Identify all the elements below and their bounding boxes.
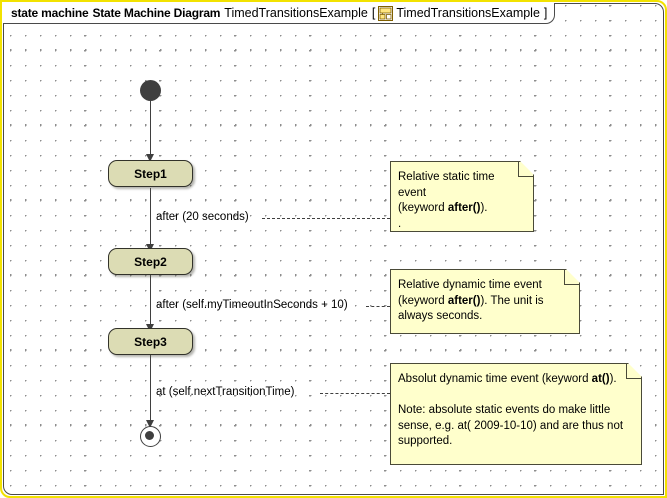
note-line: Note: absolute static events do make lit… (398, 404, 611, 416)
note-line: (keyword after()). The unit is (398, 294, 544, 307)
diagram-canvas[interactable]: after (20 seconds) after (self.myTimeout… (3, 3, 664, 495)
note-absolut-dynamic-time-event[interactable]: Absolut dynamic time event (keyword at()… (390, 363, 642, 465)
transition-line-step1-step2[interactable] (150, 188, 152, 248)
note-anchor-1 (262, 218, 390, 220)
state-step1[interactable]: Step1 (108, 160, 193, 187)
note-line: (keyword after()). (398, 202, 488, 214)
state-step3[interactable]: Step3 (108, 328, 193, 355)
grid-dot-col (534, 4, 535, 494)
grid-dot-col (384, 4, 385, 494)
state-step2[interactable]: Step2 (108, 248, 193, 275)
grid-dot-col (234, 4, 235, 494)
note-line: Absolut dynamic time event (keyword at()… (398, 373, 617, 385)
bracket-open: [ (371, 6, 376, 20)
note-line-spacer (398, 388, 633, 404)
diagram-title-tab[interactable]: state machine State Machine Diagram Time… (3, 3, 556, 24)
note-anchor-3 (320, 393, 390, 395)
note-line: supported. (398, 435, 453, 447)
grid-dot-col (309, 4, 310, 494)
note-line: Relative static time event (398, 171, 495, 199)
transition-line-step2-step3[interactable] (150, 274, 152, 328)
note-line: sense, e.g. at( 2009-10-10) and are thus… (398, 419, 624, 432)
diagram-kind: State Machine Diagram (92, 6, 221, 20)
note-line: . (398, 217, 402, 230)
transition-label-step3-final[interactable]: at (self.nextTransitionTime) (156, 386, 295, 398)
diagram-keyword: state machine (11, 6, 89, 20)
grid-dot-col (459, 4, 460, 494)
transition-label-step2-step3[interactable]: after (self.myTimeoutInSeconds + 10) (156, 299, 348, 311)
diagram-context-name: TimedTransitionsExample (396, 6, 540, 20)
note-relative-dynamic-time-event[interactable]: Relative dynamic time event (keyword aft… (390, 269, 580, 334)
final-state[interactable] (140, 426, 161, 447)
note-relative-static-time-event[interactable]: Relative static time event (keyword afte… (390, 161, 534, 232)
note-anchor-2 (366, 306, 390, 308)
note-line: Relative dynamic time event (398, 279, 542, 291)
grid-dot-col (609, 4, 610, 494)
state-label-step2: Step2 (134, 254, 167, 269)
grid-dot-col (84, 4, 85, 494)
state-machine-icon (378, 5, 394, 21)
transition-label-step1-step2[interactable]: after (20 seconds) (156, 211, 249, 223)
note-line: always seconds. (398, 310, 483, 322)
bracket-close: ] (543, 6, 548, 20)
initial-pseudostate[interactable] (140, 80, 161, 101)
grid-dot-row (4, 199, 663, 200)
grid-dot-row (4, 49, 663, 50)
state-label-step3: Step3 (134, 334, 167, 349)
grid-dot-row (4, 424, 663, 425)
transition-line-initial-step1[interactable] (150, 100, 152, 158)
grid-dot-row (4, 274, 663, 275)
grid-dot-row (4, 124, 663, 125)
state-label-step1: Step1 (134, 166, 167, 181)
arrow-head-step1 (145, 154, 154, 162)
transition-line-step3-final[interactable] (150, 354, 152, 426)
diagram-name: TimedTransitionsExample (224, 6, 368, 20)
grid-dot-row (4, 349, 663, 350)
arrow-head-final (145, 420, 154, 428)
